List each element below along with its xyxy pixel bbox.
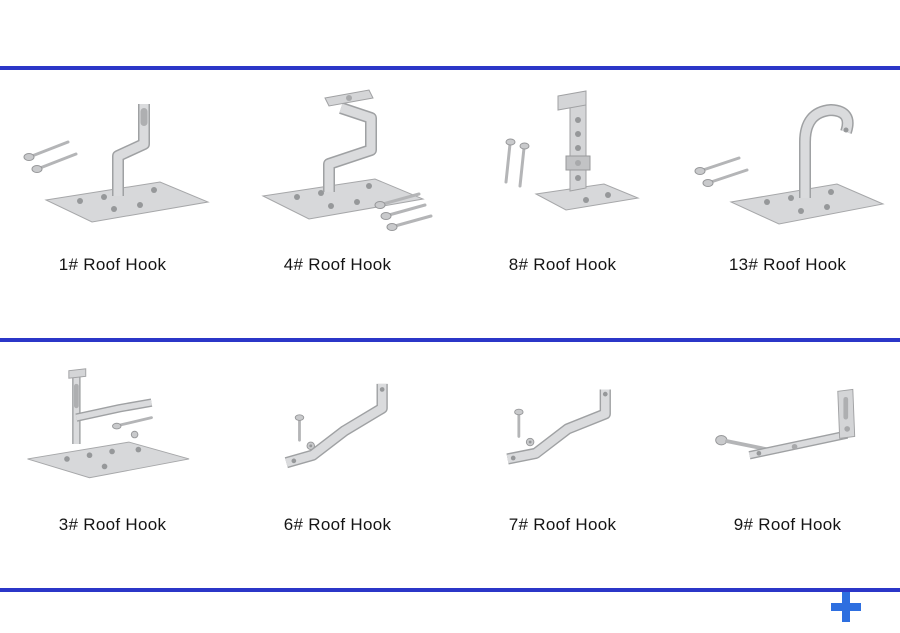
roof-hook-illustration — [284, 383, 388, 469]
product-label: 9# Roof Hook — [733, 515, 842, 534]
roof-hook-illustration — [23, 104, 210, 223]
product-label: 1# Roof Hook — [58, 255, 167, 274]
product-card-9-roof-hook: 9# Roof Hook — [675, 350, 900, 575]
roof-hook-illustration — [260, 89, 432, 231]
product-label: 7# Roof Hook — [508, 515, 617, 534]
product-card-8-roof-hook: 8# Roof Hook — [450, 78, 675, 328]
product-card-1-roof-hook: 1# Roof Hook — [0, 78, 225, 328]
product-card-7-roof-hook: 7# Roof Hook — [450, 350, 675, 575]
plus-icon — [831, 592, 861, 622]
roof-hook-illustration — [714, 388, 855, 460]
product-label: 6# Roof Hook — [283, 515, 392, 534]
product-card-4-roof-hook: 4# Roof Hook — [225, 78, 450, 328]
middle-divider — [0, 338, 900, 342]
product-card-3-roof-hook: 3# Roof Hook — [0, 350, 225, 575]
product-card-6-roof-hook: 6# Roof Hook — [225, 350, 450, 575]
product-label: 3# Roof Hook — [58, 515, 167, 534]
product-label: 13# Roof Hook — [728, 255, 847, 274]
product-row-bottom: 3# Roof Hook 6# Roof Hook — [0, 350, 900, 575]
product-row-top: 1# Roof Hook 4# Roof Hook — [0, 78, 900, 328]
product-label: 8# Roof Hook — [508, 255, 617, 274]
bottom-divider — [0, 588, 900, 592]
roof-hook-illustration — [505, 389, 611, 465]
top-divider — [0, 66, 900, 70]
roof-hook-illustration — [26, 368, 189, 479]
roof-hook-illustration — [504, 90, 640, 211]
product-card-13-roof-hook: 13# Roof Hook — [675, 78, 900, 328]
roof-hook-illustration — [694, 104, 885, 225]
product-label: 4# Roof Hook — [283, 255, 392, 274]
